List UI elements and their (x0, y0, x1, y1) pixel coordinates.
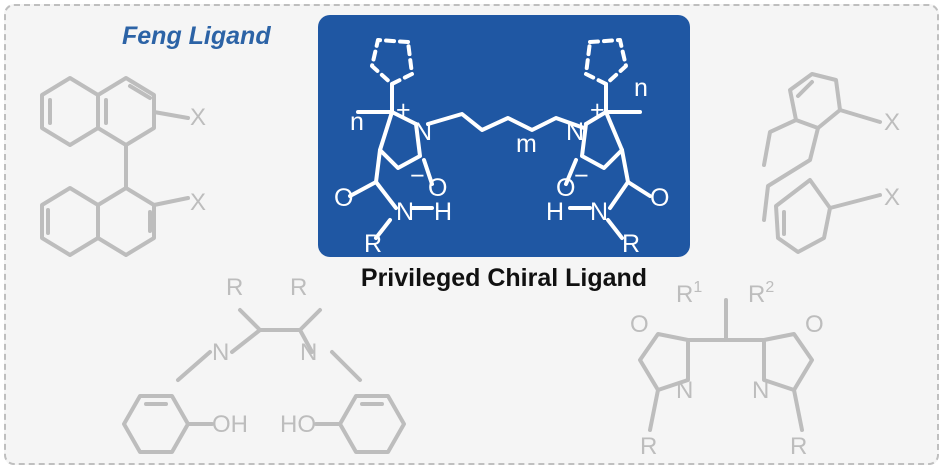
feng-carbonyl-o-left: O (334, 184, 353, 212)
feng-ligand-panel (318, 15, 690, 257)
binol-x-bottom: X (190, 189, 206, 216)
binol-structure: X X (40, 76, 206, 257)
binol-x-top: X (190, 104, 206, 131)
box-o-right: O (805, 311, 824, 338)
feng-n-atom-left: N (414, 118, 432, 146)
box-structure: R1 R2 O O N N R R (630, 279, 824, 460)
feng-r-right: R (622, 230, 640, 258)
box-r-right: R (790, 433, 807, 460)
feng-n-atom-right: N (566, 118, 584, 146)
feng-m: m (516, 130, 537, 158)
feng-o-left: O (428, 174, 447, 202)
feng-amide-n-left: N (396, 198, 414, 226)
figure-title: Feng Ligand (122, 22, 271, 50)
feng-n-left: n (350, 108, 364, 136)
feng-minus-left: − (410, 162, 425, 190)
spiro-structure: X X (762, 72, 900, 254)
spiro-x-top: X (884, 109, 900, 136)
box-r2-sup: 2 (765, 279, 774, 296)
feng-minus-right: − (574, 162, 589, 190)
salen-oh: OH (212, 411, 248, 438)
salen-n-left: N (212, 339, 229, 366)
feng-r-left: R (364, 230, 382, 258)
figure-caption: Privileged Chiral Ligand (360, 264, 648, 292)
feng-plus-right: + (590, 96, 605, 124)
salen-r-right: R (290, 274, 307, 301)
spiro-x-bottom: X (884, 184, 900, 211)
salen-r-left: R (226, 274, 243, 301)
feng-h-right: H (546, 198, 564, 226)
feng-carbonyl-o-right: O (650, 184, 669, 212)
box-n-left: N (676, 377, 693, 404)
salen-structure: R R N N OH HO (122, 274, 406, 454)
box-r1: R1 (676, 279, 702, 308)
box-o-left: O (630, 311, 649, 338)
box-n-right: N (752, 377, 769, 404)
feng-amide-n-right: N (590, 198, 608, 226)
salen-n-right: N (300, 339, 317, 366)
box-r1-sup: 1 (693, 279, 702, 296)
salen-ho: HO (280, 411, 316, 438)
box-r-left: R (640, 433, 657, 460)
feng-o-right: O (556, 174, 575, 202)
box-r1-letter: R (676, 281, 693, 308)
feng-h-left: H (434, 198, 452, 226)
feng-plus-left: + (396, 96, 411, 124)
box-r2: R2 (748, 279, 774, 308)
box-r2-letter: R (748, 281, 765, 308)
feng-n-right: n (634, 74, 648, 102)
